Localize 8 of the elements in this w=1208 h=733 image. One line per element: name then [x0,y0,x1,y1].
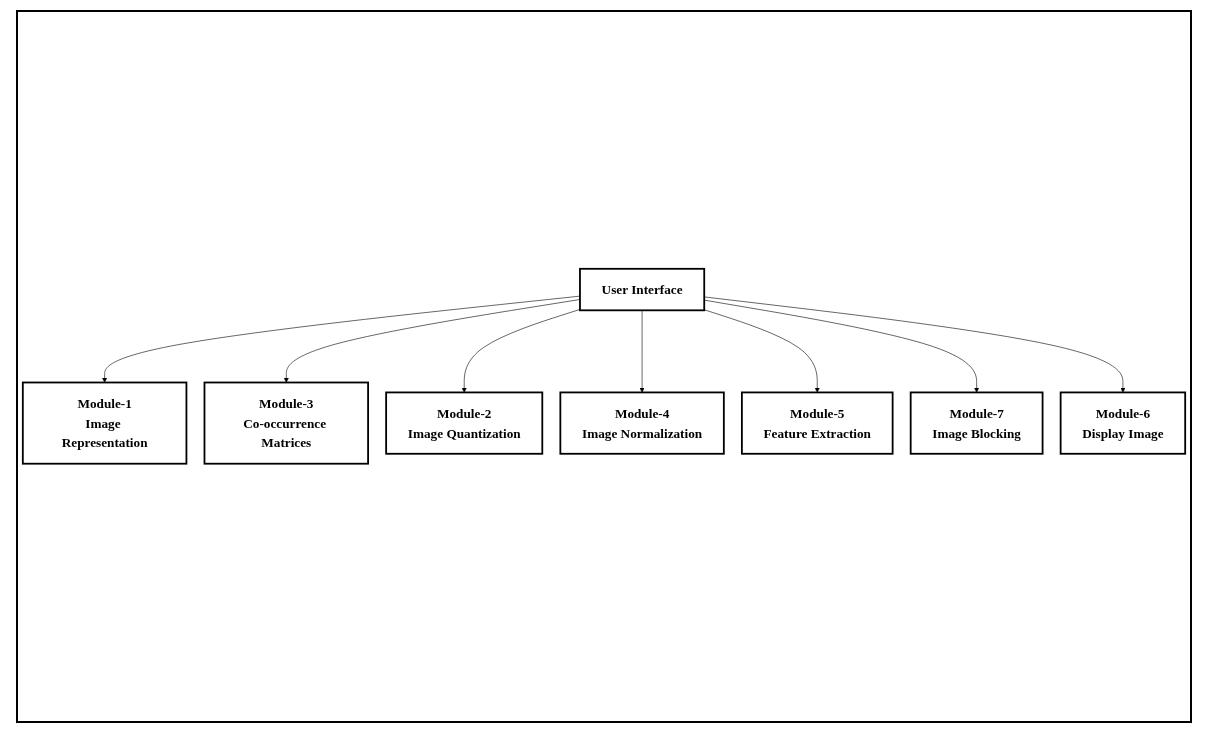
node-box: Module-4 Image Normalization [559,391,725,455]
node-box: Module-7 Image Blocking [909,391,1044,455]
node-box: Module-1 Image Representation [21,381,188,465]
node-box: Module-6 Display Image [1059,391,1187,455]
node-box: Module-3 Co-occurrence Matrices [203,381,369,465]
node-box: User Interface [579,268,706,312]
node-box: Module-2 Image Quantization [385,391,544,455]
node-box: Module-5 Feature Extraction [741,391,894,455]
